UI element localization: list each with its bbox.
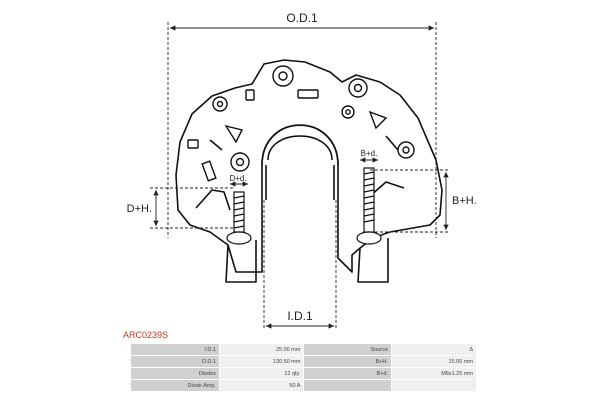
- table-row: I.D.1 25.00 mm Source Δ: [123, 343, 478, 356]
- table-spacer: [123, 367, 131, 380]
- table-row: Diode Amp. 50 A: [123, 379, 478, 392]
- dh-label: D+H.: [127, 203, 152, 215]
- spec-label: O.D.1: [130, 355, 220, 368]
- spec-table: I.D.1 25.00 mm Source Δ O.D.1 130.50 mm …: [123, 343, 478, 392]
- dd-label: D+d.: [229, 174, 246, 183]
- spec-label: B+H.: [303, 355, 392, 368]
- spec-value: 130.50 mm: [218, 355, 305, 368]
- table-spacer: [123, 343, 131, 356]
- id-label: I.D.1: [287, 309, 313, 323]
- table-spacer: [123, 379, 131, 392]
- product-code: ARC0239S: [123, 330, 169, 340]
- spec-label: I.D.1: [130, 343, 220, 356]
- spec-value: 25.00 mm: [218, 343, 305, 356]
- spec-value: [390, 379, 478, 392]
- table-row: Diodes 12 qty. B+d. M8x1.25 mm: [123, 367, 478, 380]
- spec-label: Diodes: [130, 367, 220, 380]
- spec-label: Source: [303, 343, 392, 356]
- spec-label: B+d.: [303, 367, 392, 380]
- spec-label: [303, 379, 392, 392]
- spec-label: Diode Amp.: [130, 379, 220, 392]
- rectifier-body: [175, 59, 443, 283]
- bd-label: B+d.: [361, 149, 378, 158]
- od-label: O.D.1: [286, 11, 318, 25]
- spec-value: Δ: [390, 343, 478, 356]
- bh-label: B+H.: [452, 195, 477, 207]
- threaded-studs: [226, 167, 382, 245]
- spec-value: 50 A: [218, 379, 305, 392]
- rectifier-drawing: O.D.1 I.D.1 D+H. B+H. D+d. B+d.: [127, 11, 477, 330]
- dimension-lines: [150, 22, 450, 330]
- spec-value: 15.00 mm: [390, 355, 478, 368]
- mounting-holes: [187, 65, 415, 182]
- spec-value: 12 qty.: [218, 367, 305, 380]
- spec-value: M8x1.25 mm: [390, 367, 478, 380]
- table-row: O.D.1 130.50 mm B+H. 15.00 mm: [123, 355, 478, 368]
- table-spacer: [123, 355, 131, 368]
